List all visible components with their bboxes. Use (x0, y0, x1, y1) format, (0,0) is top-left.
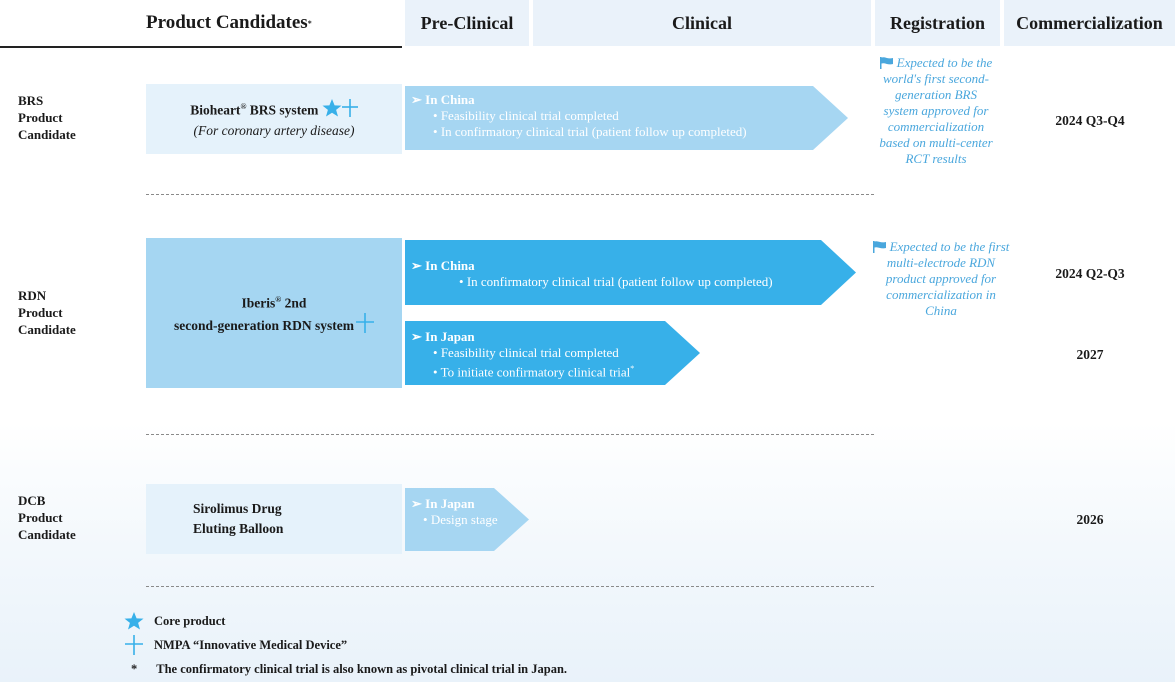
header-candidates-sup: * (307, 18, 312, 28)
location-label: In China (425, 92, 475, 107)
bullet-text: In confirmatory clinical trial (patient … (440, 124, 747, 139)
arrow-rdn-china: ➢ In China • In confirmatory clinical tr… (405, 252, 845, 302)
bullet-item: • In confirmatory clinical trial (patien… (459, 274, 773, 289)
arrow-rdn-japan: ➢ In Japan • Feasibility clinical trial … (405, 323, 695, 383)
bullet-text: Feasibility clinical trial completed (440, 345, 619, 360)
arrow-location: ➢ In China (411, 258, 475, 273)
candidate-name-rest: BRS system (246, 102, 319, 118)
registration-line: commercialization in (886, 287, 996, 302)
row-label-line: Product (18, 110, 63, 125)
row-label-line: Product (18, 510, 63, 525)
header-candidates-label: Product Candidates (146, 12, 308, 33)
arrow-brs-china: ➢ In China • Feasibility clinical trial … (405, 86, 835, 150)
row-label-line: DCB (18, 493, 46, 508)
candidate-box-dcb: Sirolimus Drug Eluting Balloon (146, 484, 402, 554)
location-label: In China (425, 258, 475, 273)
candidate-name: Eluting Balloon (193, 521, 284, 536)
header-preclinical: Pre-Clinical (405, 0, 529, 46)
row-divider (146, 586, 874, 587)
registration-line: based on multi-center (879, 135, 993, 150)
footnote-text: The confirmatory clinical trial is also … (156, 662, 568, 676)
candidate-name: Iberis (241, 295, 276, 311)
registration-line: system approved for (883, 103, 989, 118)
candidate-title: Bioheart® BRS system (190, 97, 358, 121)
legend-core: Core product (124, 612, 225, 630)
row-label-line: Product (18, 305, 63, 320)
row-label-line: Candidate (18, 527, 76, 542)
row-label-line: BRS (18, 93, 44, 108)
header-product-candidates: Product Candidates* (0, 0, 400, 46)
commercialization-date-rdn-japan: 2027 (1076, 347, 1104, 362)
legend-core-label: Core product (154, 613, 226, 628)
registration-note-rdn: Expected to be the first multi-electrode… (852, 239, 1030, 319)
registration-line: Expected to be the (850, 55, 1022, 71)
bullet-item: • To initiate confirmatory clinical tria… (433, 364, 635, 380)
candidate-name: Sirolimus Drug (193, 501, 282, 516)
bullet-item: • Feasibility clinical trial completed (433, 345, 619, 360)
registration-line: multi-electrode RDN (886, 255, 996, 270)
registered-mark: ® (275, 294, 282, 304)
row-label-line: Candidate (18, 127, 76, 142)
candidate-box-rdn: Iberis® 2nd second-generation RDN system (146, 238, 402, 388)
commercialization-date-dcb: 2026 (1076, 512, 1104, 527)
registration-line: product approved for (885, 271, 997, 286)
registration-line: RCT results (905, 151, 967, 166)
arrow-shape-rdn-china (405, 240, 856, 305)
candidate-name: Bioheart (190, 102, 241, 118)
row-label-brs: BRS Product Candidate (18, 92, 76, 143)
registration-note-brs: Expected to be the world's first second-… (850, 55, 1022, 167)
commercialization-date-rdn-china: 2024 Q2-Q3 (1055, 266, 1125, 281)
header-commercialization: Commercialization (1004, 0, 1175, 46)
candidate-title-line2: second-generation RDN system (174, 313, 374, 336)
commercialization-date-brs: 2024 Q3-Q4 (1055, 113, 1125, 128)
row-divider (146, 194, 874, 195)
candidate-name-rest: 2nd (281, 295, 307, 311)
arrow-shape-brs-china (405, 86, 848, 150)
header-registration: Registration (875, 0, 1000, 46)
bullet-item: • Feasibility clinical trial completed (433, 108, 619, 123)
bullet-item: • Design stage (423, 512, 498, 527)
flag-icon (879, 57, 893, 69)
legend-nmpa: NMPA “Innovative Medical Device” (125, 635, 347, 655)
cross-icon (355, 313, 374, 334)
candidate-subtitle: (For coronary artery disease) (193, 122, 355, 138)
registration-line: generation BRS (895, 87, 977, 102)
candidate-box-brs: Bioheart® BRS system (For coronary arter… (146, 84, 402, 154)
cross-icon (341, 98, 358, 117)
location-label: In Japan (425, 496, 475, 511)
arrow-shape-dcb-japan (405, 488, 529, 551)
registration-line: commercialization (887, 119, 985, 134)
legend-nmpa-label: NMPA “Innovative Medical Device” (154, 637, 348, 652)
arrow-location: ➢ In China (411, 92, 475, 107)
registered-mark: ® (240, 102, 247, 112)
legend-footnote: * The confirmatory clinical trial is als… (131, 662, 567, 677)
location-label: In Japan (425, 329, 475, 344)
candidate-title: Iberis® 2nd (242, 290, 307, 314)
bullet-item: • In confirmatory clinical trial (patien… (433, 124, 747, 139)
row-label-line: RDN (18, 288, 47, 303)
star-icon (124, 612, 144, 630)
arrow-shape-rdn-japan (405, 321, 700, 385)
arrow-location: ➢ In Japan (411, 329, 475, 344)
registration-line: China (925, 303, 957, 318)
flag-icon (872, 241, 886, 253)
header-clinical: Clinical (533, 0, 871, 46)
registration-line: Expected to be the first (852, 239, 1030, 255)
registration-line: world's first second- (882, 71, 990, 86)
arrow-location: ➢ In Japan (411, 496, 475, 511)
bullet-text: To initiate confirmatory clinical trial (440, 364, 631, 380)
row-label-dcb: DCB Product Candidate (18, 492, 76, 543)
star-icon (322, 98, 342, 117)
footnote-mark: * (630, 364, 635, 373)
row-label-rdn: RDN Product Candidate (18, 287, 76, 338)
header-underline (0, 46, 402, 48)
cross-icon (125, 635, 143, 655)
row-divider (146, 434, 874, 435)
bullet-text: Feasibility clinical trial completed (440, 108, 619, 123)
row-label-line: Candidate (18, 322, 76, 337)
footnote-mark: * (131, 662, 138, 676)
bullet-text: In confirmatory clinical trial (patient … (466, 274, 773, 289)
arrow-dcb-japan: ➢ In Japan • Design stage (405, 490, 525, 550)
bullet-text: Design stage (430, 512, 498, 527)
